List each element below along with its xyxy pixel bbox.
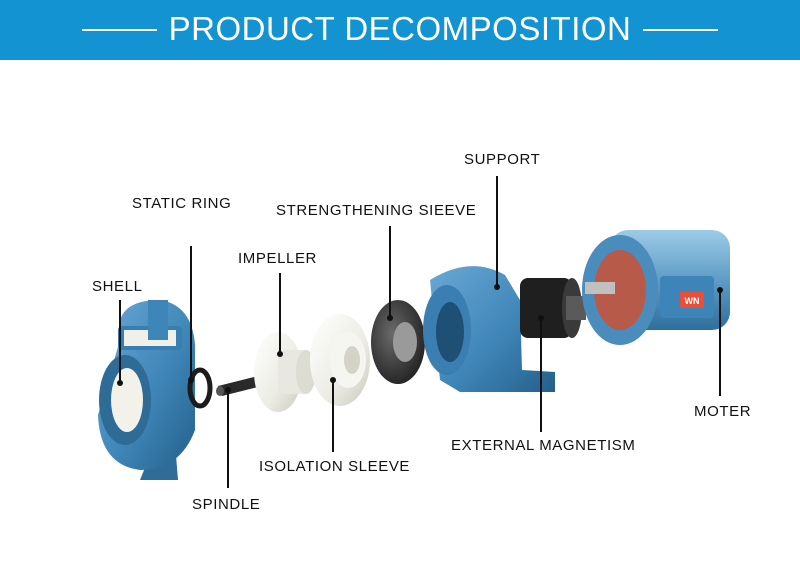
page-title: PRODUCT DECOMPOSITION	[168, 10, 632, 47]
motor-plate-text: WN	[685, 296, 700, 306]
impeller-part	[254, 332, 316, 412]
label-strengthening-sleeve: STRENGTHENING SIEEVE	[276, 202, 477, 219]
motor-part: WN	[582, 230, 730, 345]
support-part	[423, 266, 555, 392]
label-static-ring: STATIC RING	[132, 195, 232, 212]
label-isolation-sleeve: ISOLATION SLEEVE	[259, 458, 411, 475]
banner-left-line	[82, 29, 157, 31]
label-shell: SHELL	[92, 278, 143, 295]
label-spindle: SPINDLE	[192, 496, 261, 513]
label-external-magnetism: EXTERNAL MAGNETISM	[451, 437, 636, 454]
banner-right-line	[643, 29, 718, 31]
leader-lines	[119, 176, 721, 488]
external-magnetism-part	[520, 278, 586, 338]
label-impeller: IMPELLER	[238, 250, 317, 267]
leader-dots	[117, 284, 723, 393]
label-motor: MOTER	[694, 403, 752, 420]
label-support: SUPPORT	[464, 151, 541, 168]
isolation-sleeve-part	[310, 314, 370, 406]
shell-part	[98, 300, 195, 480]
strengthening-sleeve-part	[371, 300, 425, 384]
static-ring-part	[187, 367, 213, 409]
